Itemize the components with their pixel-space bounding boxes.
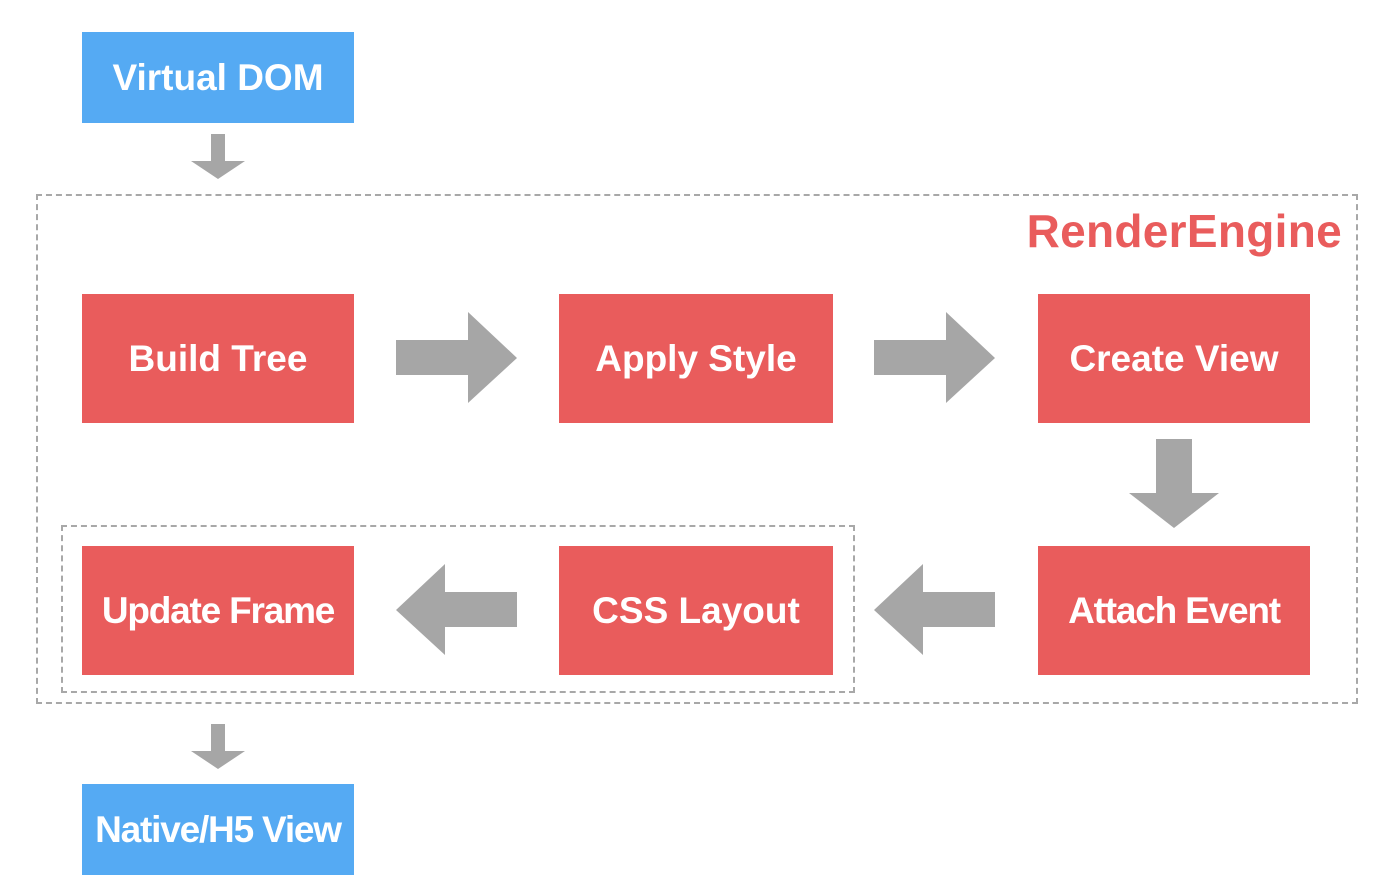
native-h5-view-label: Native/H5 View [95,808,342,850]
attach-event-label: Attach Event [1068,589,1281,631]
create-view-label: Create View [1069,337,1279,379]
update-frame-label: Update Frame [101,589,336,631]
arrow-down-icon [191,134,245,179]
css-layout-node: CSS Layout [559,546,833,675]
arrow-down-icon [191,724,245,769]
update-frame-node: Update Frame [82,546,354,675]
apply-style-node: Apply Style [559,294,833,423]
build-tree-node: Build Tree [82,294,354,423]
render-engine-title: RenderEngine [1026,205,1342,257]
render-engine-container [36,194,1358,704]
virtual-dom-node: Virtual DOM [82,32,354,123]
build-tree-label: Build Tree [128,337,308,379]
attach-event-node: Attach Event [1038,546,1310,675]
arrow-right-icon [396,312,517,403]
arrow-down-icon [1129,439,1219,528]
css-layout-label: CSS Layout [592,589,800,631]
virtual-dom-label: Virtual DOM [112,56,324,98]
arrow-left-icon [396,564,517,655]
native-h5-view-node: Native/H5 View [82,784,354,875]
apply-style-label: Apply Style [595,337,797,379]
arrow-left-icon [874,564,995,655]
arrow-right-icon [874,312,995,403]
layout-frame-group [61,525,855,693]
create-view-node: Create View [1038,294,1310,423]
